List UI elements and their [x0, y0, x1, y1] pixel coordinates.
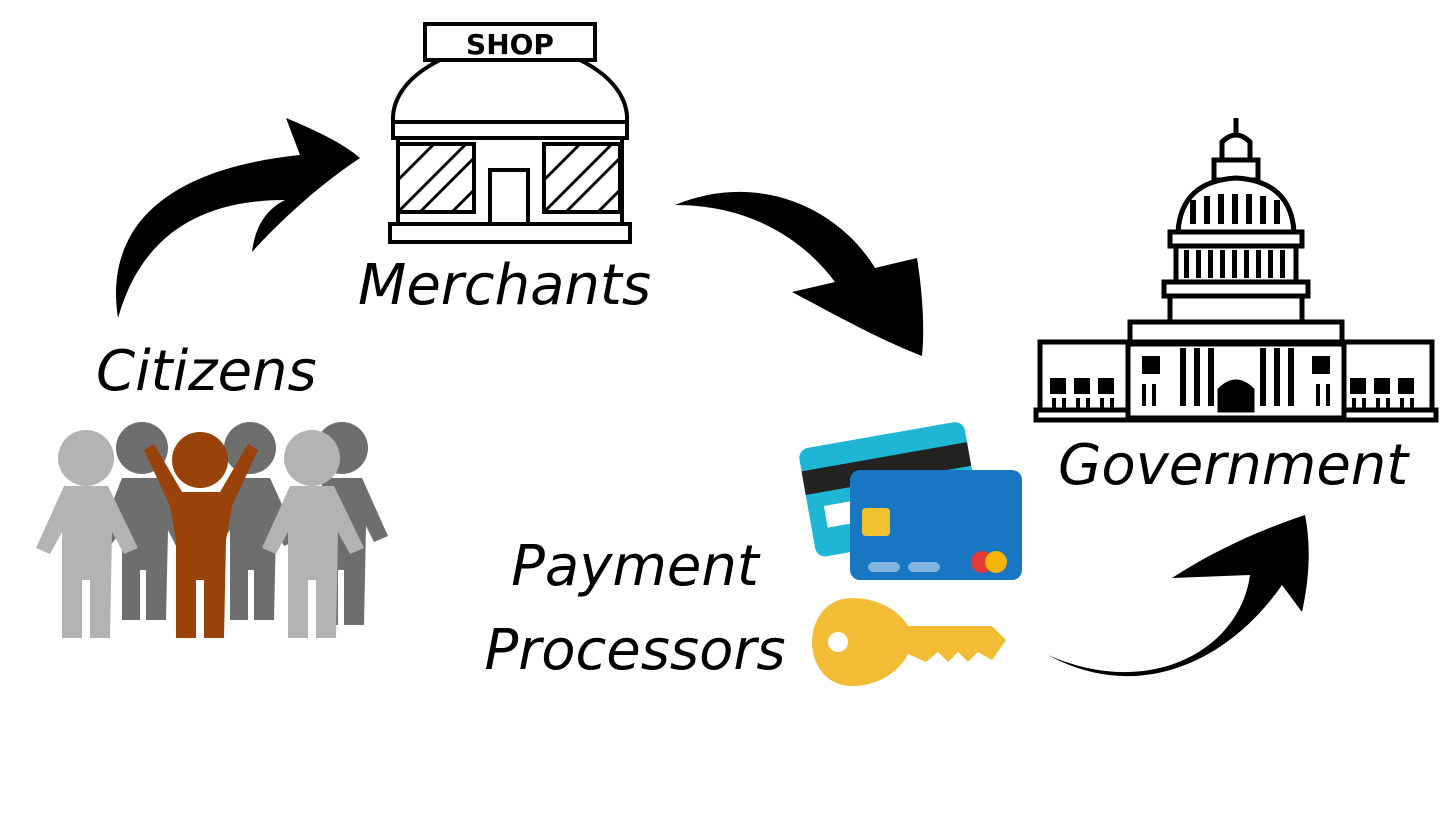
government-label: Government	[1058, 433, 1409, 498]
crowd-person-front-left	[36, 430, 138, 638]
payment-processors-label: Payment Processors	[470, 525, 800, 693]
payment-label-line1: Payment	[511, 534, 759, 599]
crowd-icon	[36, 422, 388, 638]
merchants-label: Merchants	[358, 253, 652, 318]
crowd-person-highlighted	[144, 432, 258, 638]
citizens-label: Citizens	[96, 339, 317, 404]
shop-sign-text: SHOP	[466, 28, 554, 61]
shop-icon: SHOP	[388, 22, 632, 244]
crowd-person-front-right	[262, 430, 364, 638]
capitol-building-icon	[1033, 118, 1439, 423]
key-icon	[812, 598, 1006, 686]
arrow-payment-to-government	[1048, 515, 1309, 677]
payment-label-line2: Processors	[484, 618, 786, 683]
credit-card-front	[850, 470, 1022, 580]
credit-cards-icon	[799, 422, 1022, 580]
arrow-citizens-to-merchants	[116, 118, 360, 318]
arrow-merchants-to-government	[675, 191, 924, 356]
